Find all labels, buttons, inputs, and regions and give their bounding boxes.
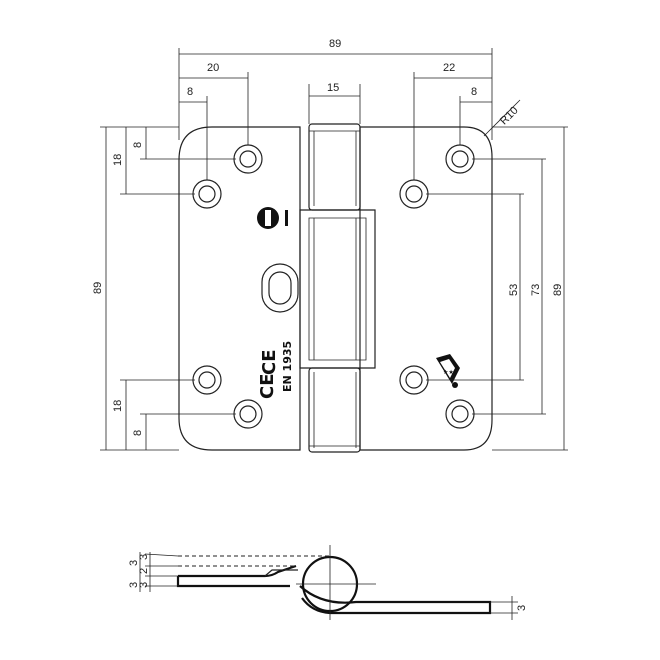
dimension-overall-width: 89: [178, 38, 493, 140]
dimension-right-inner-vertical: 53: [426, 193, 524, 381]
right-leaf-outline: [359, 126, 493, 451]
side-left-leaf: [178, 564, 297, 578]
svg-text:★★: ★★: [443, 369, 454, 376]
svg-text:3: 3: [128, 560, 140, 566]
svg-text:18: 18: [112, 400, 124, 412]
screw-hole-right-upper: [399, 179, 429, 209]
dimension-right-overall-height: 89: [492, 126, 568, 451]
svg-text:22: 22: [443, 62, 455, 74]
dimension-left-bottom-vertical: 18: [112, 379, 195, 450]
dimension-right-hole-spacing: 22: [413, 62, 492, 180]
svg-text:8: 8: [471, 86, 477, 98]
side-view: 3 3 3 2 3 3: [128, 545, 528, 620]
side-leaf-thickness: 3: [490, 596, 528, 620]
svg-text:3: 3: [138, 582, 150, 588]
dimension-left-hole-spacing: 20: [179, 62, 249, 145]
dimension-left-overall-height: 89: [92, 126, 179, 451]
screw-hole-right-lower: [399, 365, 429, 395]
svg-text:89: 89: [552, 284, 564, 296]
standard-marking: EN 1935: [281, 341, 294, 392]
ce-marking-top: CE: [259, 349, 280, 375]
screw-hole-left-lower: [192, 365, 222, 395]
ce-marking-bottom: CE: [257, 373, 278, 399]
svg-text:8: 8: [132, 430, 144, 436]
screw-hole-left-bottom: [233, 399, 263, 429]
dimension-left-hole-inset: 8: [179, 86, 208, 180]
knuckle-top-segment: [308, 123, 361, 211]
dimension-right-hole-inset: 8: [459, 86, 492, 145]
svg-text:73: 73: [530, 284, 542, 296]
svg-text:89: 89: [92, 282, 104, 294]
screw-hole-left-upper: [192, 179, 222, 209]
screw-hole-right-top: [445, 144, 475, 174]
svg-text:CE: CE: [259, 349, 280, 375]
svg-text:18: 18: [112, 154, 124, 166]
dimension-left-bottom-small: 8: [132, 413, 236, 450]
svg-text:20: 20: [207, 62, 219, 74]
knuckle-middle-segment: [299, 209, 376, 369]
svg-text:89: 89: [329, 38, 341, 50]
dimension-left-top-small: 8: [132, 127, 236, 160]
svg-text:3: 3: [516, 605, 528, 611]
dimension-right-mid-vertical: 73: [472, 158, 546, 415]
svg-text:3: 3: [128, 582, 140, 588]
left-leaf-outline: [178, 126, 301, 451]
side-stack-dimensions: 3 3 3 2 3: [128, 552, 179, 592]
security-slot: [261, 263, 299, 313]
skg-star-mark: ★★: [436, 354, 460, 388]
dimension-left-top-vertical: 18: [112, 127, 195, 195]
svg-text:8: 8: [132, 142, 144, 148]
dimension-corner-radius: R10: [483, 99, 521, 137]
svg-text:15: 15: [327, 82, 339, 94]
dimension-knuckle-width: 15: [308, 82, 361, 124]
front-view: CE CE EN 1935 ★★ 89 20 8: [92, 38, 568, 453]
knuckle-bottom-segment: [308, 367, 361, 453]
svg-text:R10: R10: [498, 105, 521, 128]
svg-text:CE: CE: [257, 373, 278, 399]
svg-text:53: 53: [508, 284, 520, 296]
svg-text:2: 2: [138, 568, 150, 574]
screw-hole-left-top: [233, 144, 263, 174]
svg-text:3: 3: [138, 554, 150, 560]
side-right-leaf: [299, 585, 492, 615]
svg-text:8: 8: [187, 86, 193, 98]
screw-hole-right-bottom: [445, 399, 475, 429]
rotation-symbol: [257, 207, 288, 229]
